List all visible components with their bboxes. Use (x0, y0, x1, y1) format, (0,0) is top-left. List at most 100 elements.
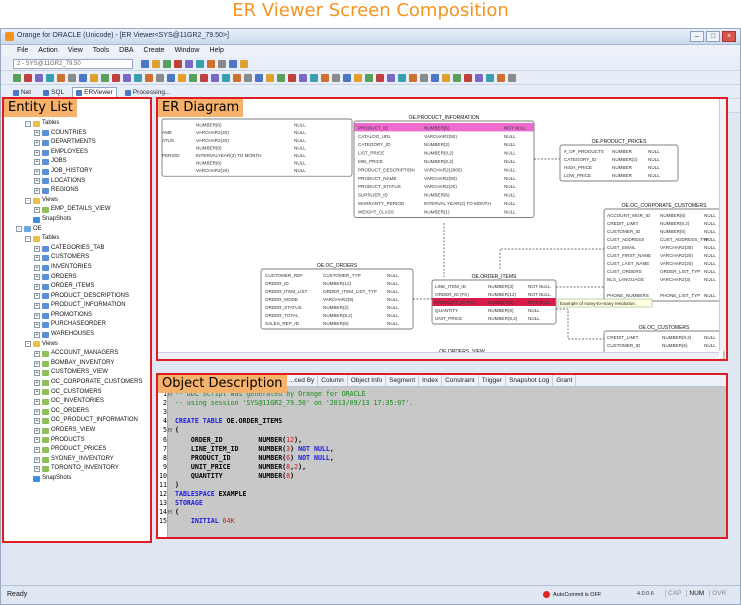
toolbar-tool-icon[interactable] (288, 74, 296, 82)
tree-item[interactable]: +BOMBAY_INVENTORY (8, 359, 150, 369)
expand-icon[interactable]: + (34, 274, 40, 281)
expand-icon[interactable]: + (34, 379, 40, 386)
tree-item[interactable]: +CUSTOMERS_VIEW (8, 368, 150, 378)
expand-icon[interactable]: + (34, 149, 40, 156)
tool-tab[interactable]: SQL (39, 87, 68, 99)
toolbar-tool-icon[interactable] (486, 74, 494, 82)
toolbar-tool-icon[interactable] (229, 60, 237, 68)
collapse-icon[interactable]: - (25, 235, 31, 242)
tree-item[interactable]: +LOCATIONS (8, 177, 150, 187)
toolbar-tool-icon[interactable] (90, 74, 98, 82)
object-tab[interactable]: Segment (386, 375, 420, 386)
toolbar-tool-icon[interactable] (508, 74, 516, 82)
tree-item[interactable]: +PRODUCT_DESCRIPTIONS (8, 292, 150, 302)
expand-icon[interactable]: + (34, 139, 40, 146)
toolbar-tool-icon[interactable] (163, 60, 171, 68)
expand-icon[interactable]: + (34, 437, 40, 444)
tree-item[interactable]: +REGIONS (8, 186, 150, 196)
expand-icon[interactable]: + (34, 293, 40, 300)
tool-tab[interactable]: Net (9, 87, 35, 99)
expand-icon[interactable]: + (34, 207, 40, 214)
toolbar-tool-icon[interactable] (365, 74, 373, 82)
tree-item[interactable]: +EMPLOYEES (8, 148, 150, 158)
tree-item[interactable]: +CUSTOMERS (8, 253, 150, 263)
object-tab[interactable]: ...ced By (286, 375, 319, 386)
tree-item[interactable]: -Views (8, 196, 150, 206)
tree-item[interactable]: +JOBS (8, 157, 150, 167)
tree-item[interactable]: +OC_CUSTOMERS (8, 388, 150, 398)
toolbar-tool-icon[interactable] (310, 74, 318, 82)
minimize-button[interactable]: – (690, 31, 704, 42)
collapse-icon[interactable]: - (25, 341, 31, 348)
toolbar-tool-icon[interactable] (24, 74, 32, 82)
toolbar-tool-icon[interactable] (222, 74, 230, 82)
tree-item[interactable]: +JOB_HISTORY (8, 167, 150, 177)
tree-item[interactable]: +EMP_DETAILS_VIEW (8, 205, 150, 215)
expand-icon[interactable]: + (34, 399, 40, 406)
toolbar-tool-icon[interactable] (13, 74, 21, 82)
toolbar-tool-icon[interactable] (398, 74, 406, 82)
toolbar-tool-icon[interactable] (244, 74, 252, 82)
er-relationship-line[interactable] (499, 248, 604, 269)
expand-icon[interactable]: + (34, 255, 40, 262)
menu-tools[interactable]: Tools (92, 47, 110, 54)
toolbar-tool-icon[interactable] (218, 60, 226, 68)
tree-item[interactable]: +SYDNEY_INVENTORY (8, 455, 150, 465)
expand-icon[interactable]: + (34, 245, 40, 252)
tree-item[interactable]: +PURCHASEORDER (8, 320, 150, 330)
maximize-button[interactable]: □ (706, 31, 720, 42)
autocommit-status[interactable]: AutoCommit is OFF (543, 591, 601, 598)
collapse-icon[interactable]: - (25, 120, 31, 127)
menu-action[interactable]: Action (38, 47, 58, 54)
toolbar-tool-icon[interactable] (79, 74, 87, 82)
tree-item[interactable]: +ORDER_ITEMS (8, 282, 150, 292)
expand-icon[interactable]: + (34, 418, 40, 425)
menu-view[interactable]: View (67, 47, 83, 54)
expand-icon[interactable]: + (34, 446, 40, 453)
toolbar-tool-icon[interactable] (211, 74, 219, 82)
fold-icon[interactable]: ⊟ (168, 426, 172, 435)
ddl-code-editor[interactable]: 1⊟-- DDL Script was generated by Orange … (158, 387, 726, 537)
object-tab[interactable]: Column (318, 375, 348, 386)
tree-item[interactable]: +PROMOTIONS (8, 311, 150, 321)
tree-item[interactable]: +ORDERS (8, 273, 150, 283)
tree-item[interactable]: +PRODUCT_INFORMATION (8, 301, 150, 311)
toolbar-tool-icon[interactable] (387, 74, 395, 82)
expand-icon[interactable]: + (34, 351, 40, 358)
expand-icon[interactable]: + (34, 408, 40, 415)
expand-icon[interactable]: + (34, 264, 40, 271)
expand-icon[interactable]: + (34, 303, 40, 310)
toolbar-tool-icon[interactable] (156, 74, 164, 82)
toolbar-tool-icon[interactable] (376, 74, 384, 82)
toolbar-tool-icon[interactable] (174, 60, 182, 68)
toolbar-tool-icon[interactable] (299, 74, 307, 82)
expand-icon[interactable]: + (34, 178, 40, 185)
toolbar-tool-icon[interactable] (145, 74, 153, 82)
fold-icon[interactable]: ⊟ (168, 508, 172, 517)
tree-item[interactable]: +DEPARTMENTS (8, 138, 150, 148)
toolbar-tool-icon[interactable] (101, 74, 109, 82)
expand-icon[interactable]: + (34, 389, 40, 396)
expand-icon[interactable]: + (34, 360, 40, 367)
toolbar-tool-icon[interactable] (321, 74, 329, 82)
expand-icon[interactable]: + (34, 283, 40, 290)
expand-icon[interactable]: + (34, 312, 40, 319)
tool-tab[interactable]: Processing... (121, 87, 175, 99)
tree-item[interactable]: +OC_CORPORATE_CUSTOMERS (8, 378, 150, 388)
expand-icon[interactable]: + (34, 456, 40, 463)
menu-window[interactable]: Window (174, 47, 200, 54)
toolbar-tool-icon[interactable] (123, 74, 131, 82)
toolbar-tool-icon[interactable] (442, 74, 450, 82)
menu-create[interactable]: Create (143, 47, 165, 54)
tree-item[interactable]: +PRODUCTS (8, 436, 150, 446)
toolbar-tool-icon[interactable] (185, 60, 193, 68)
collapse-icon[interactable]: - (25, 197, 31, 204)
expand-icon[interactable]: + (34, 466, 40, 473)
er-relationship-line[interactable] (556, 308, 604, 340)
toolbar-tool-icon[interactable] (277, 74, 285, 82)
toolbar-tool-icon[interactable] (200, 74, 208, 82)
